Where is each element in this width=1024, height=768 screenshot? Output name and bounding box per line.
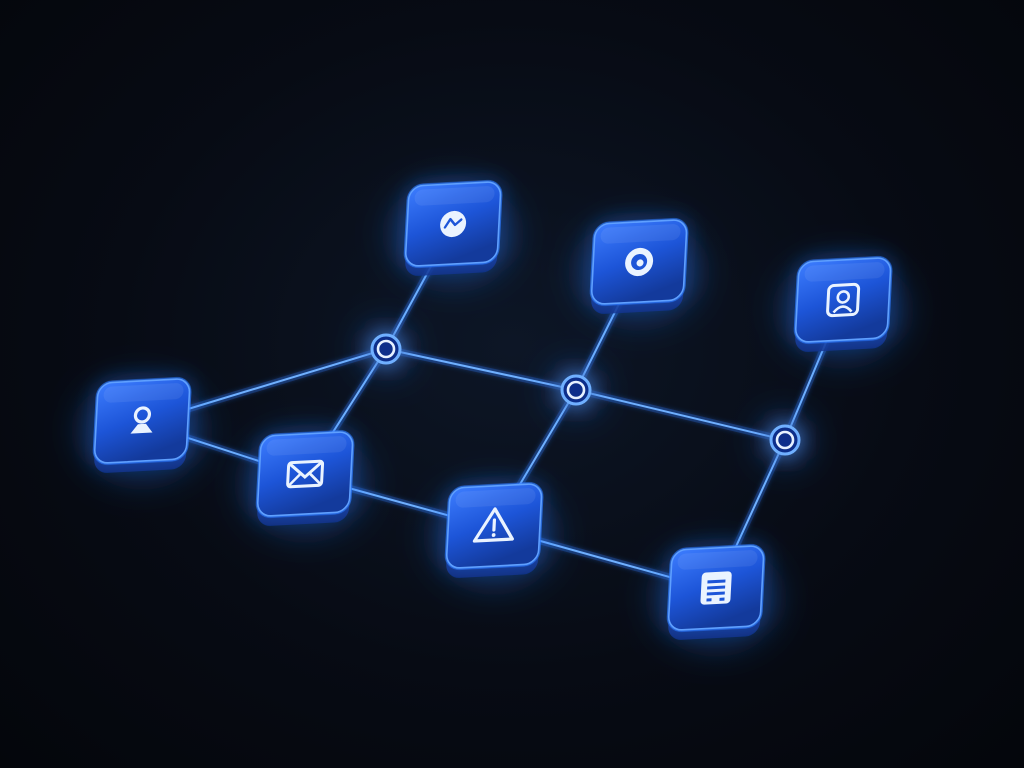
- link-hub-left-hub-mid: [385, 345, 577, 394]
- cap-icon: [440, 210, 467, 238]
- link-hub-mid-hub-right: [575, 386, 786, 444]
- tiles-layer: [92, 180, 893, 640]
- hubs-layer: [364, 327, 807, 462]
- hub-mid: [554, 368, 598, 412]
- tile-left[interactable]: [92, 377, 192, 473]
- user-icon: [130, 406, 153, 434]
- tile-mail[interactable]: [255, 430, 355, 526]
- hub-left: [364, 327, 408, 371]
- tile-warning[interactable]: [444, 482, 544, 578]
- tile-top[interactable]: [403, 180, 503, 276]
- hub-right: [763, 418, 807, 462]
- profile-icon: [826, 282, 861, 318]
- warning-icon: [472, 507, 514, 543]
- mail-icon: [286, 459, 325, 489]
- tile-list[interactable]: [666, 544, 766, 640]
- tile-upper-mid[interactable]: [589, 218, 689, 314]
- record-icon: [625, 247, 654, 277]
- list-icon: [700, 571, 732, 605]
- tile-right[interactable]: [793, 256, 893, 352]
